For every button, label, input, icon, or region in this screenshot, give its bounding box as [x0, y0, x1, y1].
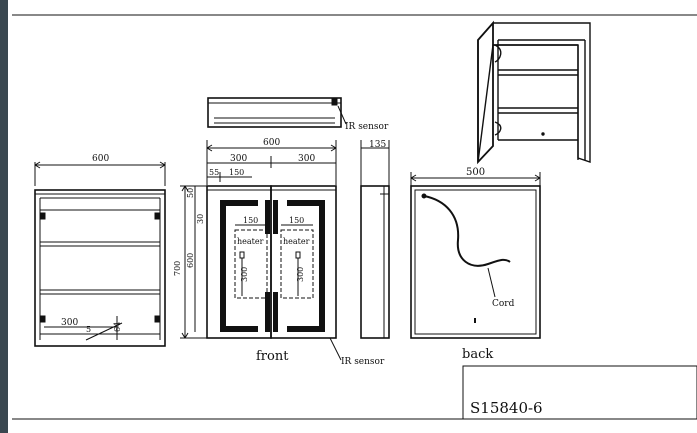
heater-left-width: 150	[243, 216, 258, 225]
top-ir-sensor-label: IR sensor	[345, 122, 389, 132]
front-dim-150-top: 150	[229, 168, 244, 177]
front-ir-sensor-label: IR sensor	[341, 357, 385, 367]
front-height-700: 700	[173, 261, 182, 276]
back-width-500: 500	[466, 167, 485, 178]
front-height-600: 600	[186, 253, 195, 268]
side-left-dim-5: 5	[86, 325, 91, 334]
top-view: IR sensor	[207, 97, 389, 132]
side-view-left: 600 300 5 64	[34, 154, 166, 347]
title-block	[462, 365, 697, 420]
heater-right-width: 150	[289, 216, 304, 225]
perspective-view	[477, 20, 591, 165]
front-dim-55: 55	[209, 168, 219, 177]
cord-label: Cord	[492, 299, 515, 309]
heater-right-label: heater	[283, 237, 310, 246]
front-dim-50: 50	[186, 188, 195, 198]
side-view-depth: 135	[360, 140, 390, 339]
model-number: S15840-6	[470, 399, 543, 417]
front-half-right-300: 300	[298, 154, 315, 164]
left-frame-edge	[0, 0, 8, 433]
heater-right-height: 300	[296, 267, 305, 282]
side-depth-135: 135	[369, 140, 386, 150]
heater-left-label: heater	[237, 237, 264, 246]
front-half-left-300: 300	[230, 154, 247, 164]
side-left-dim-300: 300	[61, 318, 78, 328]
side-left-width-label: 600	[92, 154, 109, 164]
back-view: 500 Cord back	[410, 167, 541, 362]
front-view-label: front	[256, 349, 289, 364]
front-dim-30: 30	[196, 214, 205, 224]
front-width-600: 600	[263, 138, 280, 148]
heater-left-height: 300	[240, 267, 249, 282]
side-left-dim-64: 64	[113, 322, 122, 332]
front-view: 600 300 300 55 150 700 50 600 30	[173, 138, 385, 367]
back-view-label: back	[462, 347, 493, 362]
